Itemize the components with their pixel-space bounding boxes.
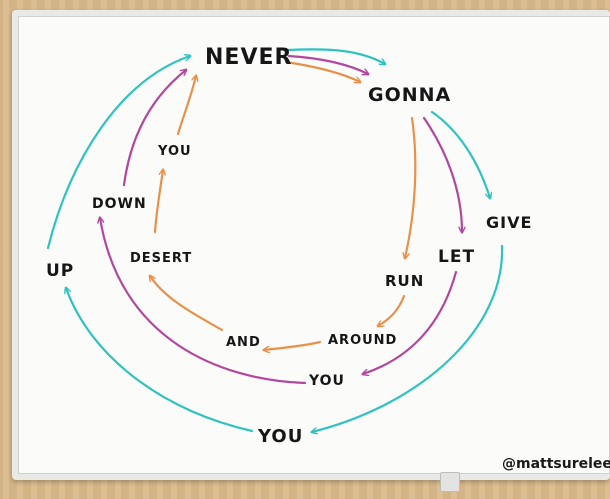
arrow-around-to-and-orange [264,340,322,350]
word-and: AND [226,335,261,350]
arrow-desert-to-you-orange [153,170,163,234]
marker-tray-clip [440,472,460,492]
arrow-gonna-to-run-orange [405,116,417,258]
arrow-you-to-never-orange [176,76,196,136]
word-gonna: GONNA [368,84,451,106]
arrow-give-to-you-cyan [312,244,504,432]
arrow-you-to-up-cyan [66,288,254,433]
word-around: AROUND [328,333,397,348]
arrow-run-to-around-orange [378,294,406,326]
arrow-and-to-desert-orange [150,276,224,332]
arrow-up-to-never-cyan [46,56,190,250]
word-you-middle: YOU [308,373,345,389]
arrow-gonna-to-let-magenta [422,116,462,232]
word-let: LET [438,247,475,267]
word-up: UP [46,261,74,281]
arrow-never-to-gonna-orange [284,60,360,82]
word-never: NEVER [205,45,292,70]
word-you-upper: YOU [157,144,192,159]
word-desert: DESERT [130,251,192,266]
word-down: DOWN [92,196,147,212]
word-give: GIVE [486,213,532,232]
word-run: RUN [385,272,424,290]
watermark-handle: @mattsurelee [502,456,610,472]
arrow-let-to-you-magenta [363,270,458,374]
arrow-never-to-gonna-cyan [286,48,385,64]
whiteboard-surface [18,16,610,474]
arrow-gonna-to-give-cyan [430,110,490,198]
arrow-never-to-gonna-magenta [287,54,368,74]
arrow-down-to-never-magenta [122,70,186,187]
word-you-bottom: YOU [257,426,303,447]
arrow-you-to-down-magenta [100,218,307,385]
